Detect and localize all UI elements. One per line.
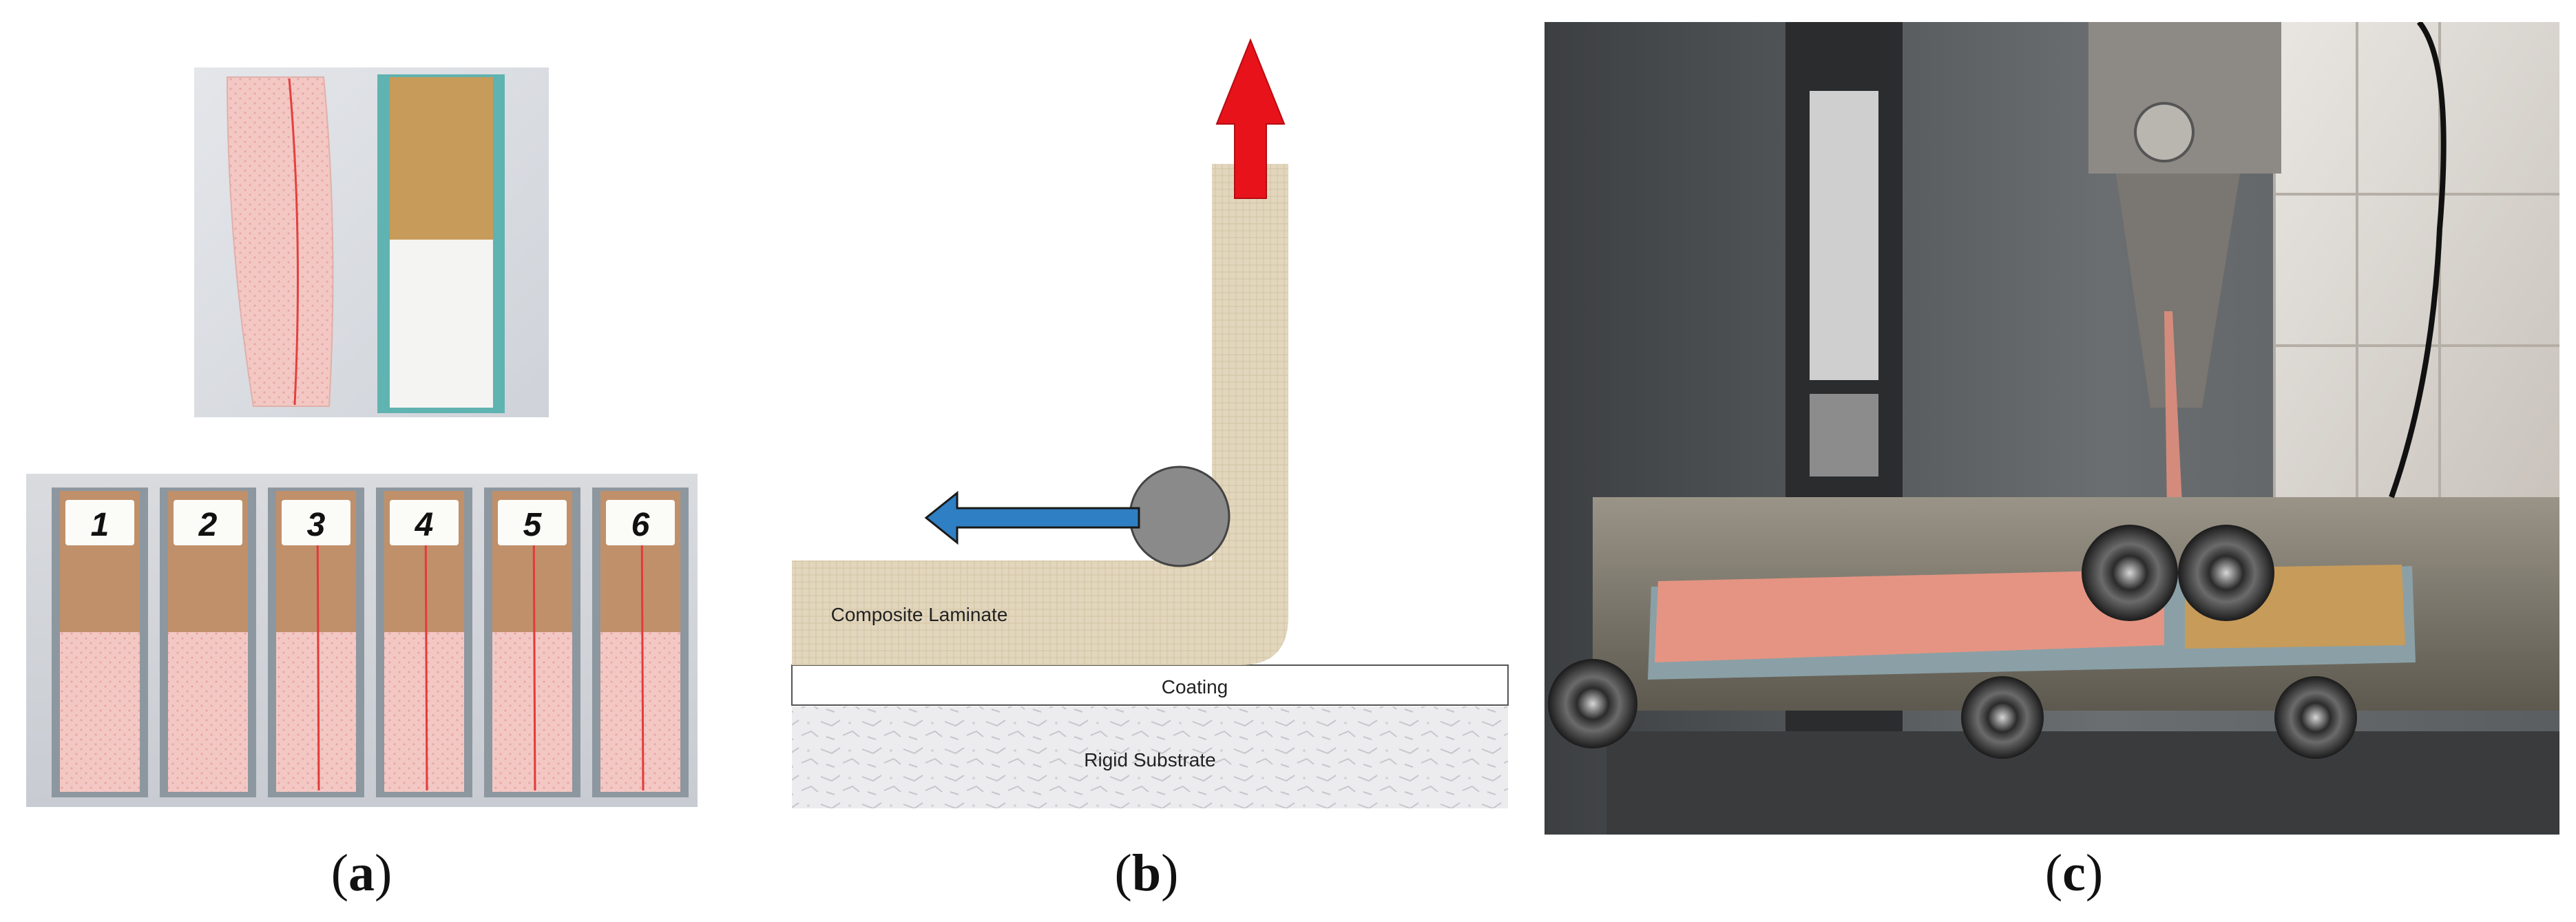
rollers — [1548, 525, 2357, 759]
specimen-number-label: 6 — [631, 507, 650, 543]
panel-b: Rigid Substrate Coating Composite Lamina… — [778, 28, 1522, 826]
peel-test-diagram: Rigid Substrate Coating Composite Lamina… — [791, 38, 1509, 808]
specimen-number-label: 1 — [91, 507, 109, 543]
specimen-4: 4 — [376, 488, 472, 797]
specimen-6: 6 — [592, 488, 689, 797]
caption-a: (a) — [331, 844, 392, 902]
panel-a: 1 2 3 4 5 6 — [21, 62, 702, 819]
peel-test-rig-photo — [1544, 22, 2559, 835]
specimen-number-label: 5 — [523, 507, 543, 543]
horizontal-arrow-icon — [924, 490, 1140, 545]
specimen-3: 3 — [268, 488, 364, 797]
specimen-2: 2 — [160, 488, 256, 797]
caption-c: (c) — [2044, 844, 2104, 902]
specimen-1: 1 — [52, 488, 148, 797]
specimen-number-label: 2 — [198, 507, 218, 543]
caption-b: (b) — [1114, 844, 1179, 902]
top-specimen-photo — [194, 67, 549, 417]
panel-c — [1544, 22, 2559, 835]
specimen-5: 5 — [484, 488, 580, 797]
coating-label: Coating — [1162, 676, 1228, 698]
specimen-number-label: 3 — [307, 507, 326, 543]
coating-layer — [791, 664, 1509, 706]
rigid-substrate — [792, 706, 1508, 808]
roller — [1129, 465, 1231, 567]
panel-a-photos: 1 2 3 4 5 6 — [26, 67, 698, 807]
specimen-number-label: 4 — [415, 507, 434, 543]
substrate-label: Rigid Substrate — [1084, 749, 1215, 771]
pull-arrow-icon — [1215, 38, 1286, 199]
composite-laminate — [792, 164, 1288, 665]
laminate-label: Composite Laminate — [831, 604, 1008, 625]
